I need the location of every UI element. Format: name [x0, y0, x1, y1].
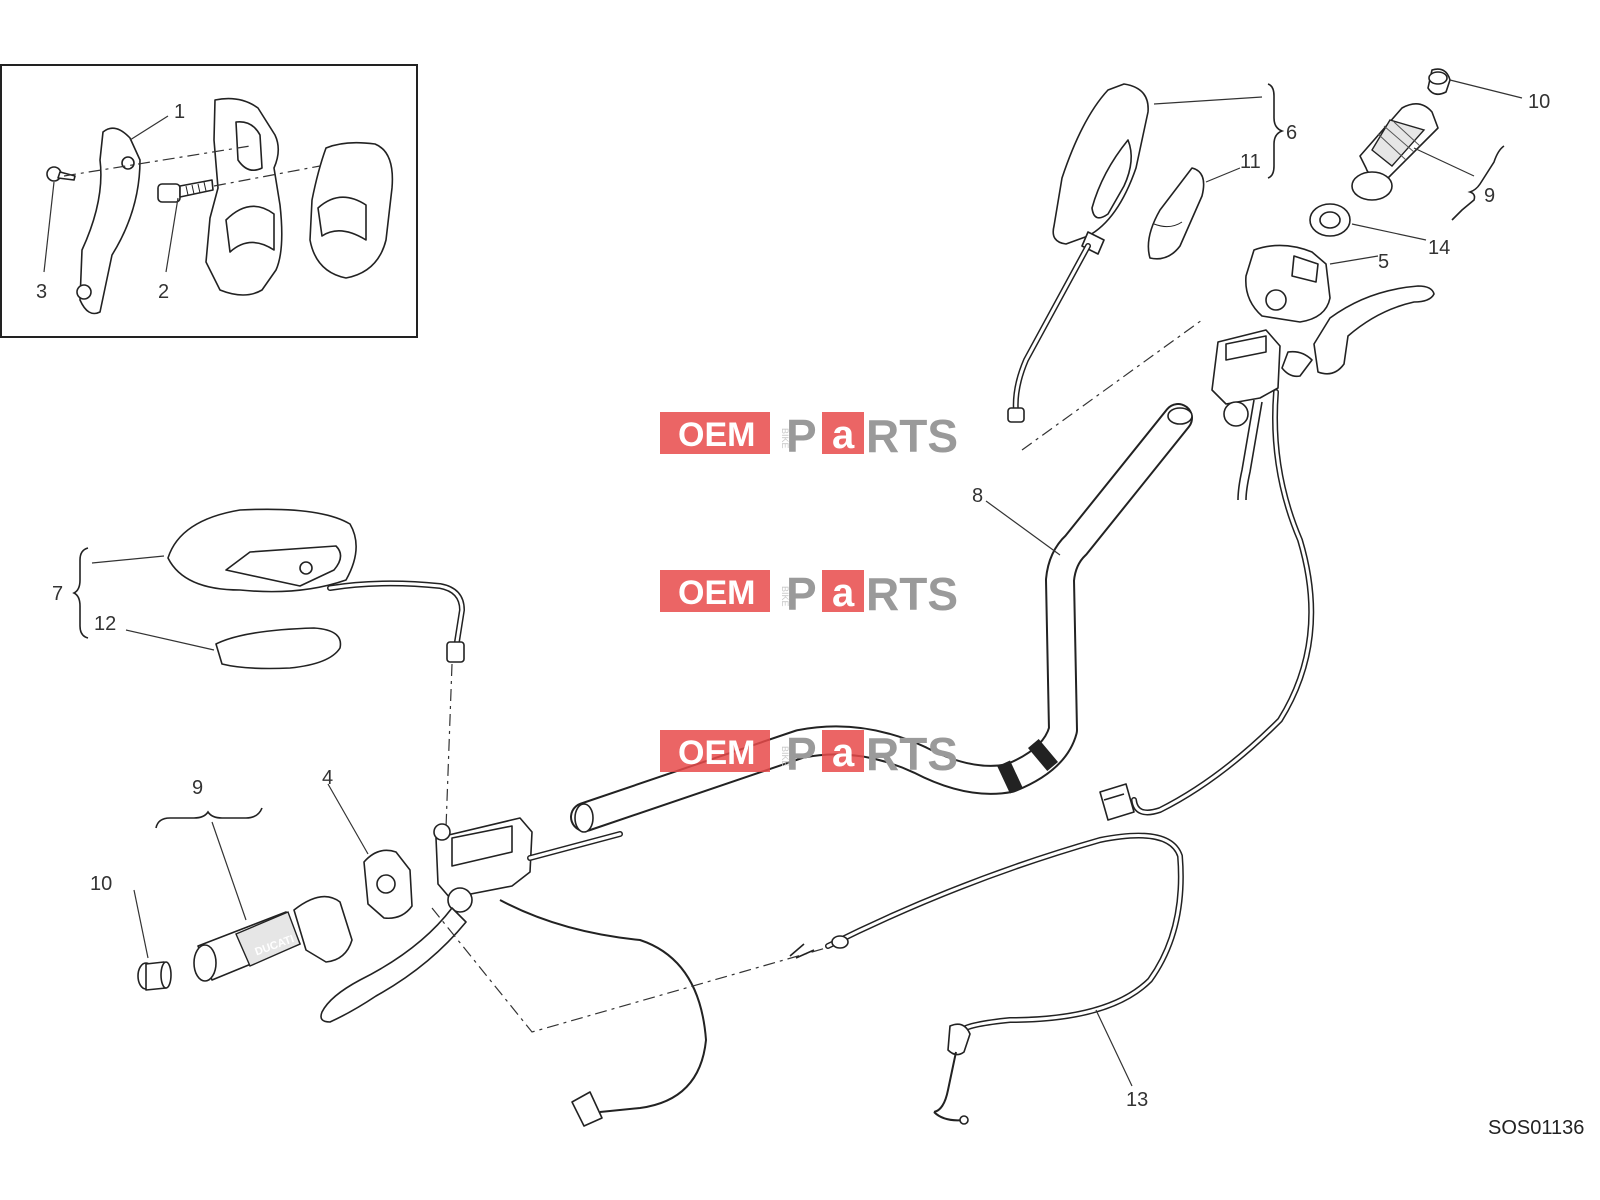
callout-4: 4 [322, 767, 333, 789]
svg-text:P: P [786, 568, 817, 620]
callout-11: 11 [1240, 151, 1261, 173]
svg-text:BIKE: BIKE [780, 746, 790, 767]
callout-13: 13 [1126, 1089, 1148, 1111]
part-bar-end-10-left [137, 961, 172, 991]
part-clutch-lever-left [320, 907, 467, 1023]
callout-1: 1 [174, 101, 185, 123]
svg-text:BIKE: BIKE [780, 586, 790, 607]
callout-10-right: 10 [1528, 91, 1550, 113]
part-mirror-cover-11 [1147, 167, 1205, 260]
svg-text:OEM: OEM [678, 416, 755, 454]
connector-left [571, 1091, 603, 1127]
handlebar-grip-band [997, 760, 1023, 794]
connector-right [1099, 783, 1135, 821]
part-master-cylinder-right [1211, 329, 1313, 427]
watermark-logo-middle: OEM BIKE P a RTS [660, 568, 958, 620]
handlebar-grip-band [1027, 739, 1059, 771]
callout-9-left: 9 [192, 777, 203, 799]
callout-12: 12 [94, 613, 116, 635]
part-master-cylinder-left [433, 817, 533, 913]
watermark-logo-top: OEM BIKE P a RTS [660, 410, 958, 462]
callout-6: 6 [1286, 122, 1297, 144]
part-right-mirror-6 [1007, 83, 1149, 423]
part-clutch-cable-13: 13 [789, 832, 1184, 1125]
watermark-logo-bottom: OEM BIKE P a RTS [660, 728, 958, 780]
callout-2: 2 [158, 281, 169, 303]
callout-8: 8 [972, 485, 983, 507]
svg-text:RTS: RTS [866, 410, 958, 462]
part-bracket-1 [79, 127, 141, 315]
part-switch-5-right [1245, 244, 1331, 323]
callout-5: 5 [1378, 251, 1389, 273]
callout-14: 14 [1428, 237, 1450, 259]
svg-text:OEM: OEM [678, 734, 755, 772]
part-brake-lever-right [1313, 285, 1435, 375]
part-bar-end-10-right [1427, 68, 1451, 96]
svg-text:RTS: RTS [866, 728, 958, 780]
svg-text:P: P [786, 728, 817, 780]
callout-3: 3 [36, 281, 47, 303]
part-bolt-2 [157, 179, 214, 203]
svg-text:RTS: RTS [866, 568, 958, 620]
svg-text:OEM: OEM [678, 574, 755, 612]
part-left-mirror-7 [167, 508, 465, 663]
part-clamp-body [205, 97, 283, 296]
part-mirror-cover-12 [215, 627, 342, 670]
part-grip-9-left: DUCATI [193, 895, 353, 982]
svg-text:a: a [832, 731, 855, 775]
svg-text:P: P [786, 410, 817, 462]
part-grip-9-right [1351, 103, 1439, 201]
svg-text:BIKE: BIKE [780, 428, 790, 449]
callout-10-left: 10 [90, 873, 112, 895]
callout-7: 7 [52, 583, 63, 605]
part-seal-14 [1309, 203, 1351, 237]
svg-text:a: a [832, 571, 855, 615]
diagram-code: SOS01136 [1488, 1117, 1584, 1139]
part-switch-4-left [363, 849, 413, 920]
inset-clamp-detail: 1 2 3 [0, 64, 418, 338]
svg-text:a: a [832, 413, 855, 457]
callout-9-right: 9 [1484, 185, 1495, 207]
